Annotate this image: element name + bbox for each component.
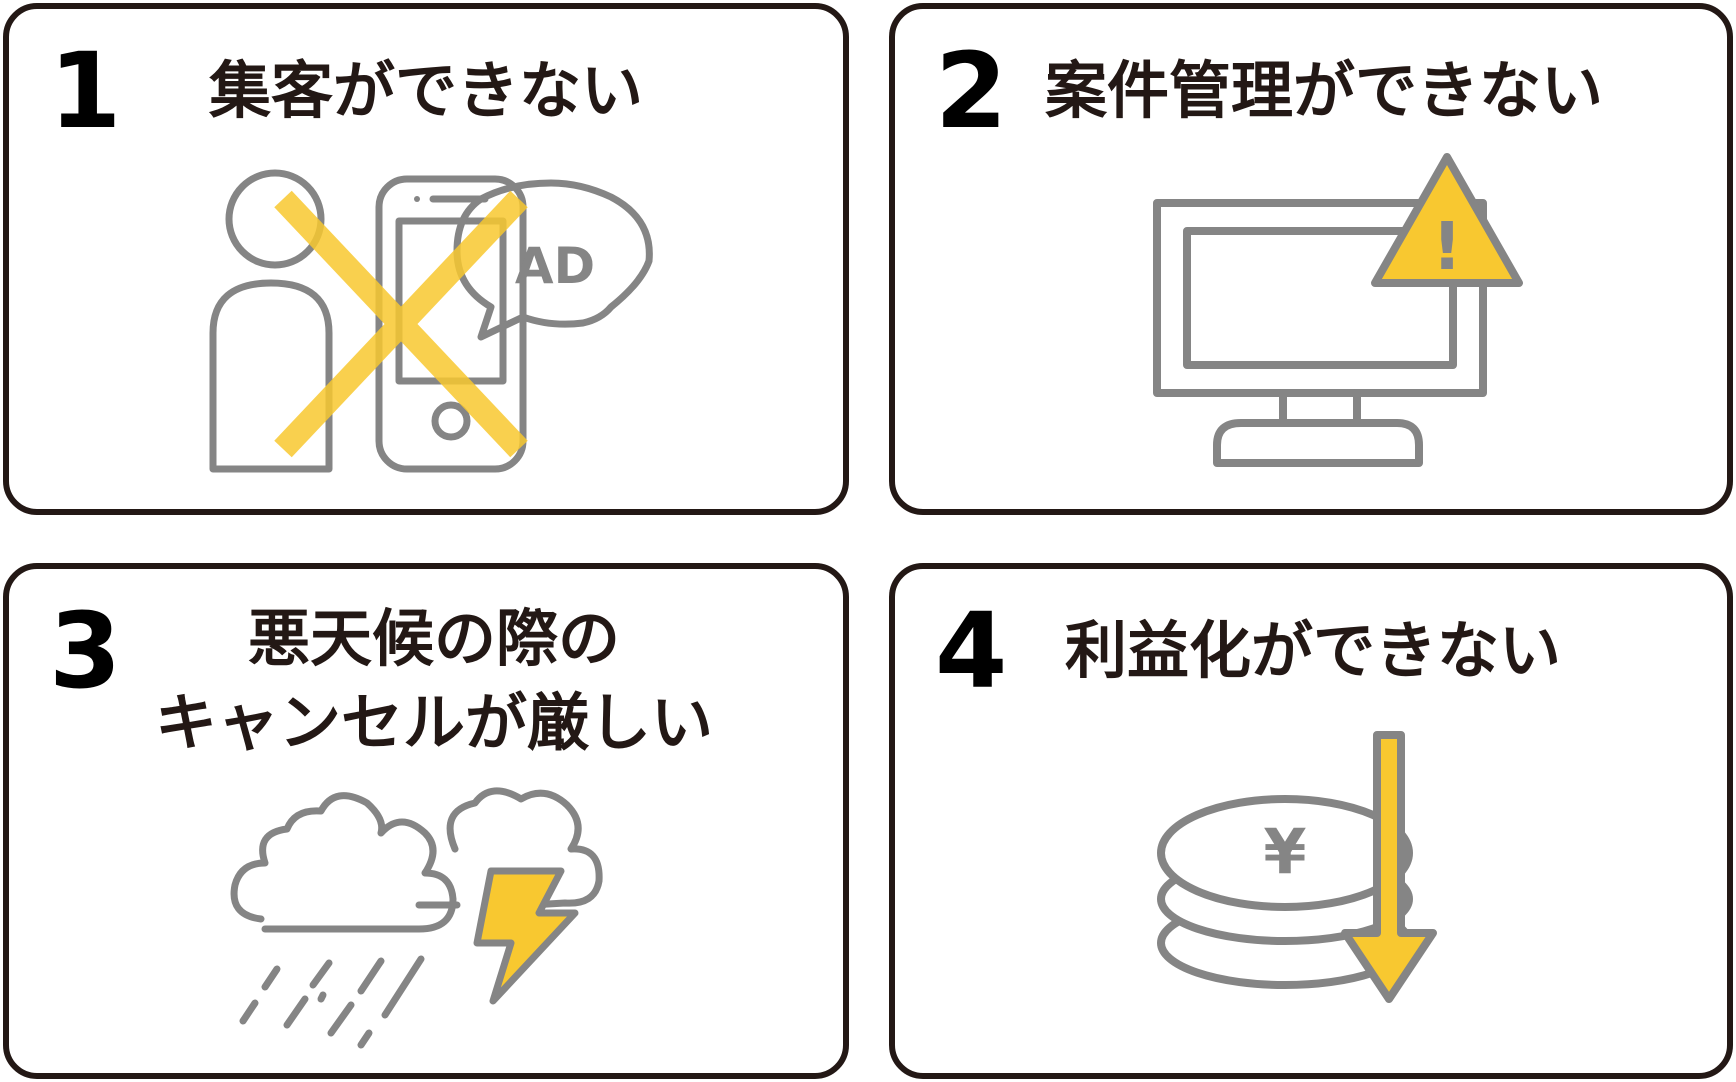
warning-triangle — [1371, 153, 1523, 287]
card-no-profitability: 4 利益化ができない ¥ — [889, 563, 1733, 1079]
monitor-screen — [1183, 227, 1457, 369]
card-title-line-2: キャンセルが厳しい — [154, 686, 713, 759]
card-number: 2 — [935, 30, 1008, 152]
rain-drops — [239, 955, 425, 1049]
down-arrow — [1341, 731, 1437, 1003]
card-bad-weather-cancellation: 3 悪天候の際の キャンセルが厳しい — [3, 563, 849, 1079]
monitor-warning-icon: ! — [1153, 153, 1523, 467]
card-title: 悪天候の際の キャンセルが厳しい — [139, 597, 729, 765]
speech-bubble — [453, 179, 653, 341]
card-title: 案件管理ができない — [1045, 54, 1604, 127]
card-title-line-1: 悪天候の際の — [247, 602, 620, 675]
phone-home-button — [431, 401, 471, 441]
person-smartphone-ad-crossed-icon: AD — [209, 169, 653, 473]
storm-cloud-rain-lightning-icon — [230, 787, 603, 1049]
phone-body — [375, 175, 527, 473]
yen-coins-down-arrow-icon: ¥ — [1157, 731, 1437, 1003]
yen-symbol: ¥ — [1263, 815, 1306, 888]
person-body — [209, 279, 333, 473]
rain-cloud — [230, 792, 457, 933]
person-head — [225, 169, 325, 269]
card-title: 集客ができない — [209, 54, 644, 127]
card-no-project-management: 2 案件管理ができない ! — [889, 3, 1733, 515]
card-number: 4 — [935, 590, 1008, 712]
coin-top — [1157, 795, 1413, 911]
card-title: 利益化ができない — [1065, 614, 1562, 687]
cross-line-b — [274, 190, 528, 458]
monitor-frame — [1153, 199, 1487, 397]
monitor-stand — [1213, 419, 1423, 467]
warning-exclamation: ! — [1432, 208, 1462, 285]
card-number: 3 — [49, 590, 122, 712]
lightning-bolt — [473, 867, 579, 1005]
storm-cloud — [446, 787, 603, 909]
card-no-customer-acquisition: 1 集客ができない AD — [3, 3, 849, 515]
ad-label: AD — [515, 237, 595, 295]
card-number: 1 — [49, 30, 122, 152]
